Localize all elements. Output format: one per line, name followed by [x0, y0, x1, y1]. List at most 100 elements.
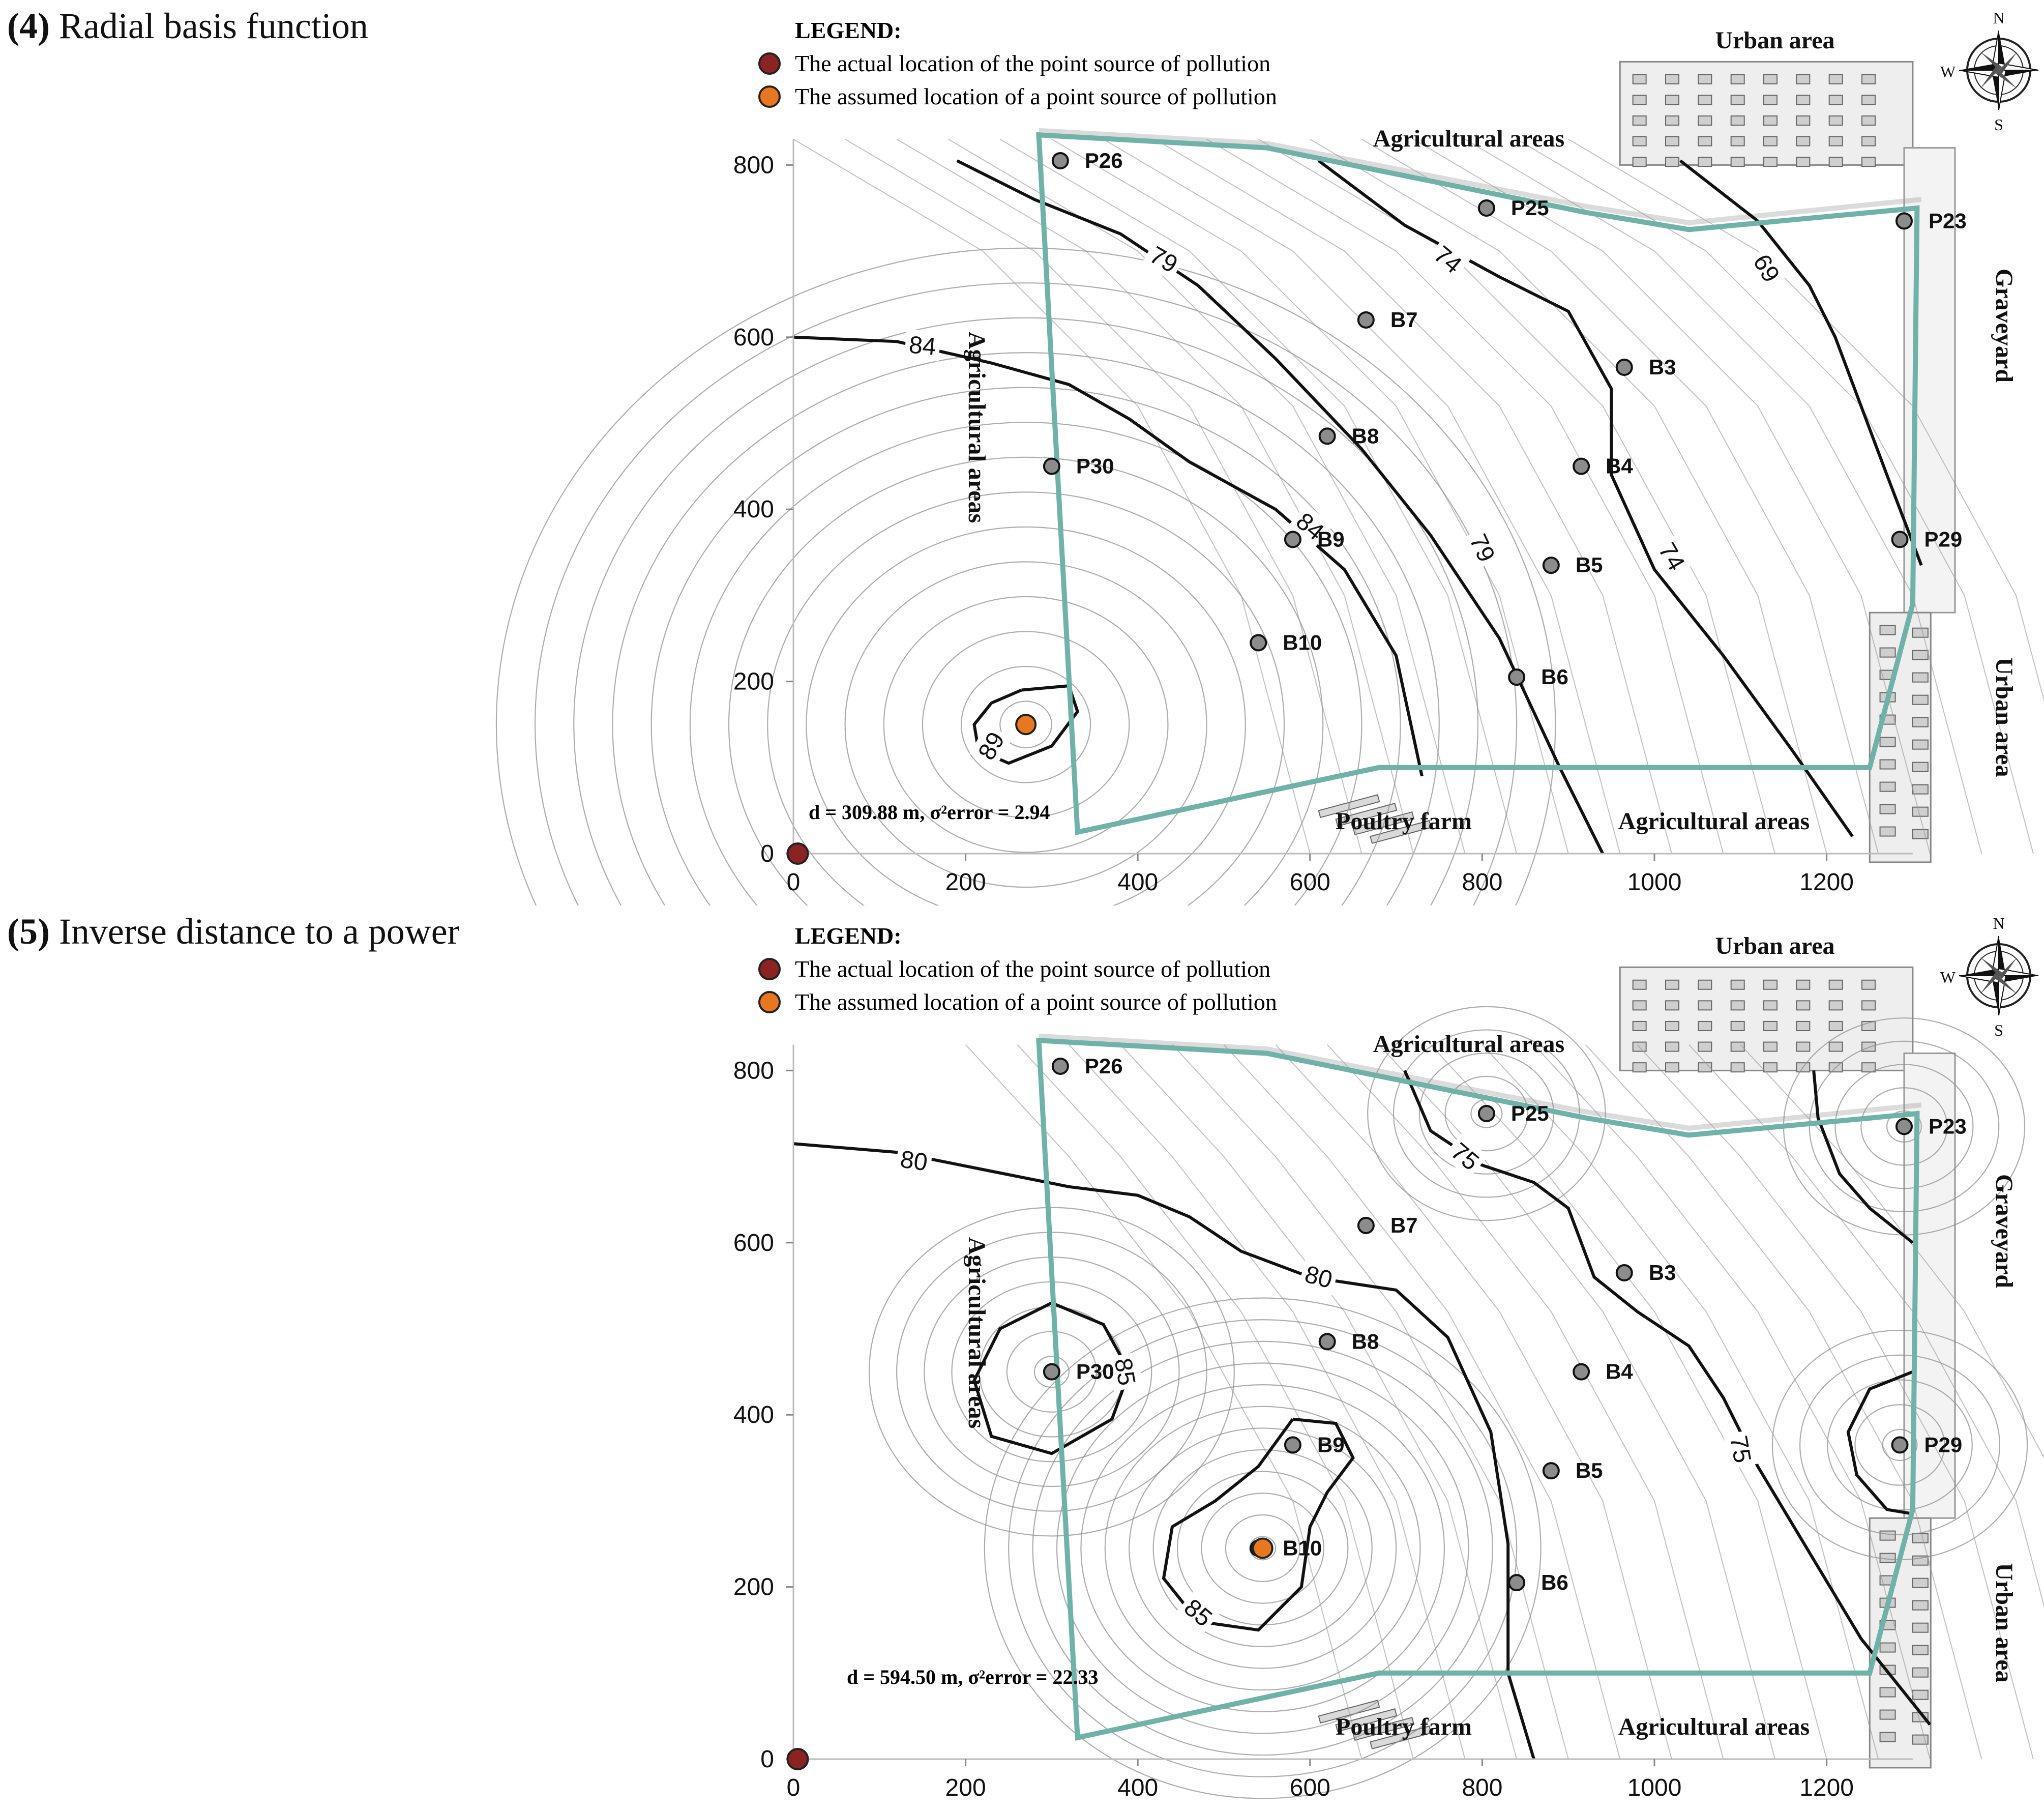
well-label: P26 — [1085, 149, 1123, 172]
thin-contour — [1080, 1384, 1445, 1712]
building — [1698, 979, 1712, 990]
building — [1665, 1041, 1680, 1052]
well-marker — [1891, 1436, 1909, 1454]
well-label: B8 — [1352, 424, 1379, 448]
x-tick-label: 200 — [945, 1774, 986, 1801]
compass-letter: S — [1994, 1021, 2003, 1039]
thin-contour — [1154, 138, 1672, 854]
well-label: B9 — [1317, 527, 1345, 551]
thin-contour — [1104, 1406, 1421, 1691]
x-tick-label: 400 — [1117, 869, 1158, 896]
building — [1632, 95, 1647, 105]
contour-label-bg — [1745, 245, 1789, 290]
contour-label-bg — [1141, 238, 1187, 281]
building — [1861, 136, 1876, 147]
contour-label-bg — [895, 1143, 933, 1178]
basemap — [1039, 61, 1956, 863]
thin-contour — [999, 700, 1052, 748]
compass-letter: N — [1993, 9, 2004, 27]
well-label: B4 — [1606, 454, 1633, 478]
building — [1763, 157, 1778, 167]
boundary-line — [1036, 1037, 1920, 1741]
well-marker — [1573, 457, 1590, 475]
y-tick-label: 0 — [760, 1746, 774, 1773]
well-marker — [1357, 311, 1375, 329]
building — [1879, 1687, 1896, 1698]
well-marker — [1508, 1574, 1526, 1592]
building — [1763, 979, 1778, 990]
building — [1912, 672, 1929, 683]
well-label: P29 — [1924, 527, 1963, 551]
contour-label: 85 — [1109, 1356, 1140, 1388]
building — [1912, 1533, 1929, 1543]
contour-label: 75 — [1725, 1434, 1756, 1465]
panel-heading: (5) Inverse distance to a power — [7, 911, 460, 953]
well-marker — [1542, 557, 1560, 574]
stats-text: d = 309.88 m, σ²error = 2.94 — [809, 801, 1050, 824]
building — [1730, 95, 1745, 105]
building — [1698, 95, 1712, 105]
thin-contour — [1482, 1044, 1879, 1760]
building — [1912, 1667, 1929, 1678]
building — [1861, 157, 1876, 167]
building — [1796, 1020, 1811, 1031]
thin-contour — [1860, 1087, 1948, 1166]
well-marker — [1250, 634, 1267, 652]
contour-label: 85 — [1179, 1594, 1217, 1632]
contour-label-bg — [969, 723, 1013, 768]
thin-contour — [1637, 1044, 2034, 1760]
thin-contour — [1834, 1064, 1974, 1189]
thin-contour — [1056, 1362, 1469, 1734]
contour-label-bg — [1462, 525, 1503, 570]
thin-contour — [1103, 138, 1621, 854]
well-marker — [1477, 199, 1495, 217]
road — [1039, 128, 1922, 225]
building — [1879, 759, 1896, 770]
thin-contour — [1258, 138, 1775, 854]
y-tick-label: 200 — [733, 668, 774, 695]
compass-point — [1992, 70, 1999, 110]
thin-contour — [1008, 1319, 1518, 1777]
road — [1039, 1033, 1922, 1131]
building — [1763, 136, 1778, 147]
compass-point — [1999, 51, 2018, 74]
building — [1861, 1000, 1876, 1011]
panel-title: Inverse distance to a power — [58, 911, 460, 952]
building — [1796, 136, 1811, 147]
sources — [786, 1537, 1273, 1770]
label-urban-right: Urban area — [1991, 657, 2018, 777]
thin-contour — [1223, 1044, 1621, 1760]
building — [1879, 804, 1896, 814]
well-marker — [1895, 212, 1913, 230]
thin-contour — [1032, 1340, 1493, 1756]
y-tick-label: 0 — [760, 840, 774, 867]
building — [1861, 1062, 1876, 1073]
building — [1879, 1530, 1896, 1541]
building — [1796, 157, 1811, 167]
building — [1828, 95, 1843, 105]
well-label: B8 — [1352, 1329, 1379, 1353]
thin-contours — [868, 1006, 2044, 1799]
well-label: B6 — [1541, 665, 1568, 689]
thin-contour — [689, 422, 1362, 905]
building — [1912, 762, 1929, 772]
building — [1730, 74, 1745, 84]
building — [1698, 74, 1712, 84]
well-label: B9 — [1317, 1433, 1345, 1456]
contour-label-bg — [1175, 1590, 1222, 1635]
thin-contour — [1326, 1044, 1724, 1760]
legend-actual-label: The actual location of the point source … — [795, 956, 1270, 982]
compass-letter: W — [1940, 968, 1956, 986]
poultry-building — [1370, 820, 1432, 844]
x-tick-label: 1000 — [1627, 1774, 1682, 1801]
building — [1730, 1062, 1745, 1073]
assumed-source-marker — [1015, 714, 1037, 736]
thin-contour — [948, 138, 1466, 854]
label-agricultural-bottom: Agricultural areas — [1618, 808, 1810, 835]
building — [1698, 115, 1712, 126]
building — [1730, 157, 1745, 167]
